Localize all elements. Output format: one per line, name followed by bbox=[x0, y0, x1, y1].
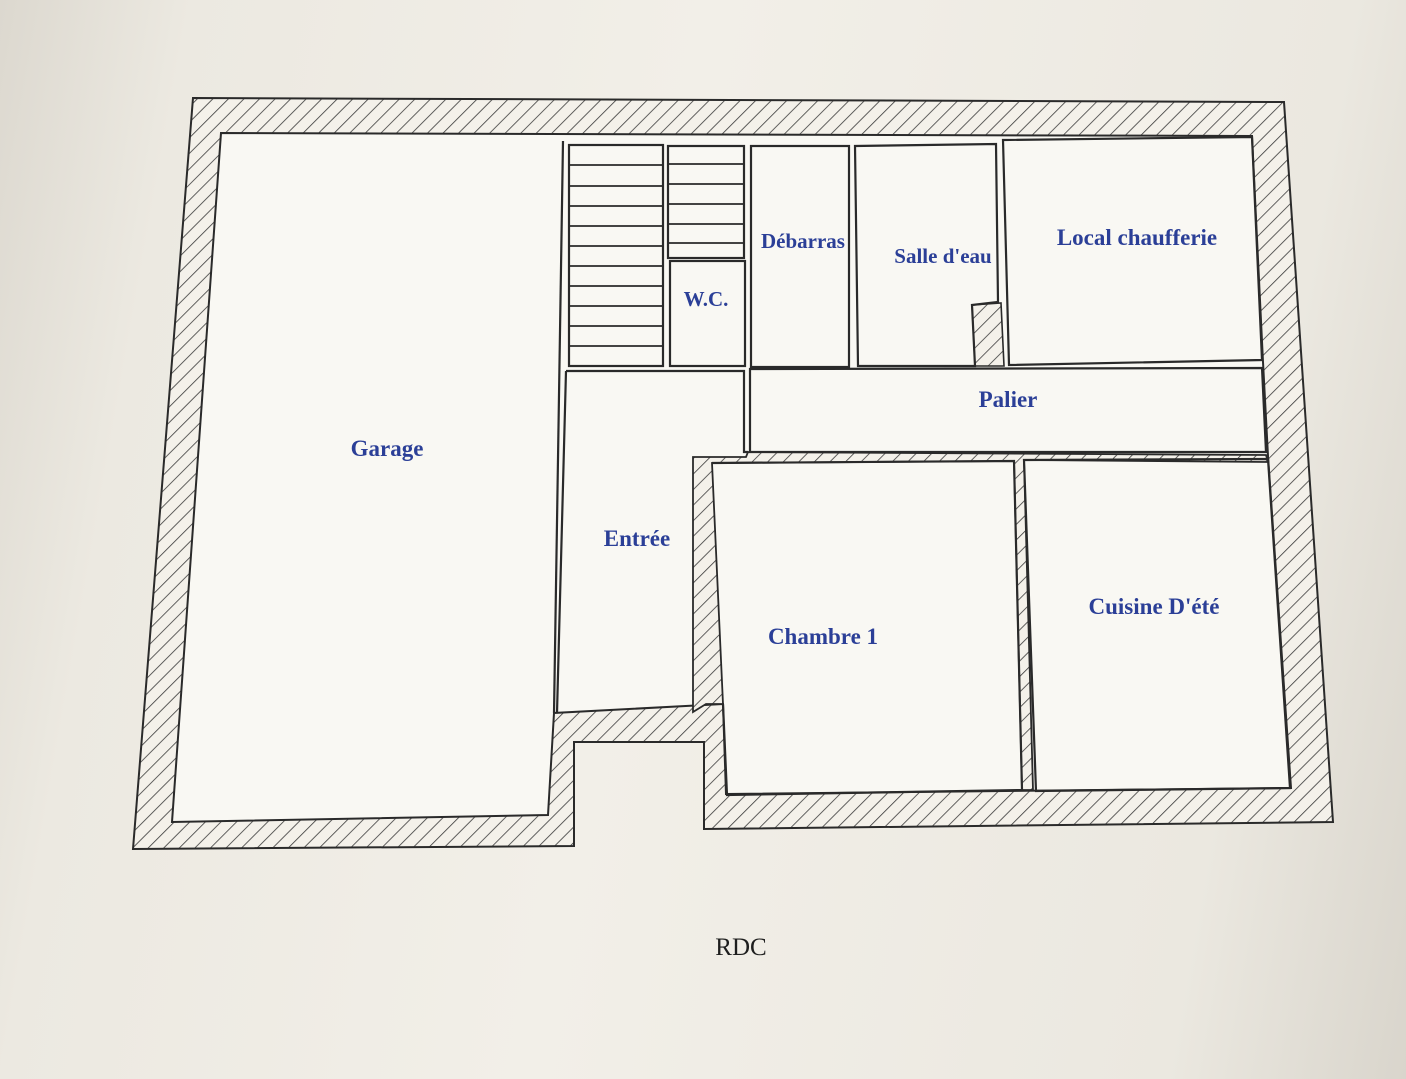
stair-treads bbox=[569, 163, 744, 347]
salle-eau-outline bbox=[853, 142, 1000, 368]
cuisine-outline bbox=[1022, 457, 1292, 793]
stairs-left-outline bbox=[567, 143, 665, 368]
room-label-debarras: Débarras bbox=[761, 229, 845, 253]
room-label-garage: Garage bbox=[351, 436, 424, 461]
entree-outline bbox=[555, 369, 748, 714]
room-label-cuisine: Cuisine D'été bbox=[1089, 594, 1220, 619]
room-label-entree: Entrée bbox=[604, 526, 670, 551]
wc-outline bbox=[668, 259, 747, 368]
stairs-right-outline bbox=[666, 144, 746, 260]
room-label-chambre: Chambre 1 bbox=[768, 624, 878, 649]
debarras-outline bbox=[749, 144, 851, 369]
partitions bbox=[552, 135, 1292, 797]
room-label-local-chaufferie: Local chaufferie bbox=[1057, 225, 1217, 250]
room-label-wc: W.C. bbox=[684, 287, 729, 311]
room-label-palier: Palier bbox=[979, 387, 1038, 412]
chaufferie-outline bbox=[1001, 135, 1264, 367]
plan-caption: RDC bbox=[715, 934, 766, 961]
chambre-outline bbox=[711, 459, 1024, 797]
wall-pillar bbox=[971, 302, 1005, 367]
palier-outline bbox=[748, 366, 1268, 454]
room-label-salle-eau: Salle d'eau bbox=[894, 244, 992, 268]
